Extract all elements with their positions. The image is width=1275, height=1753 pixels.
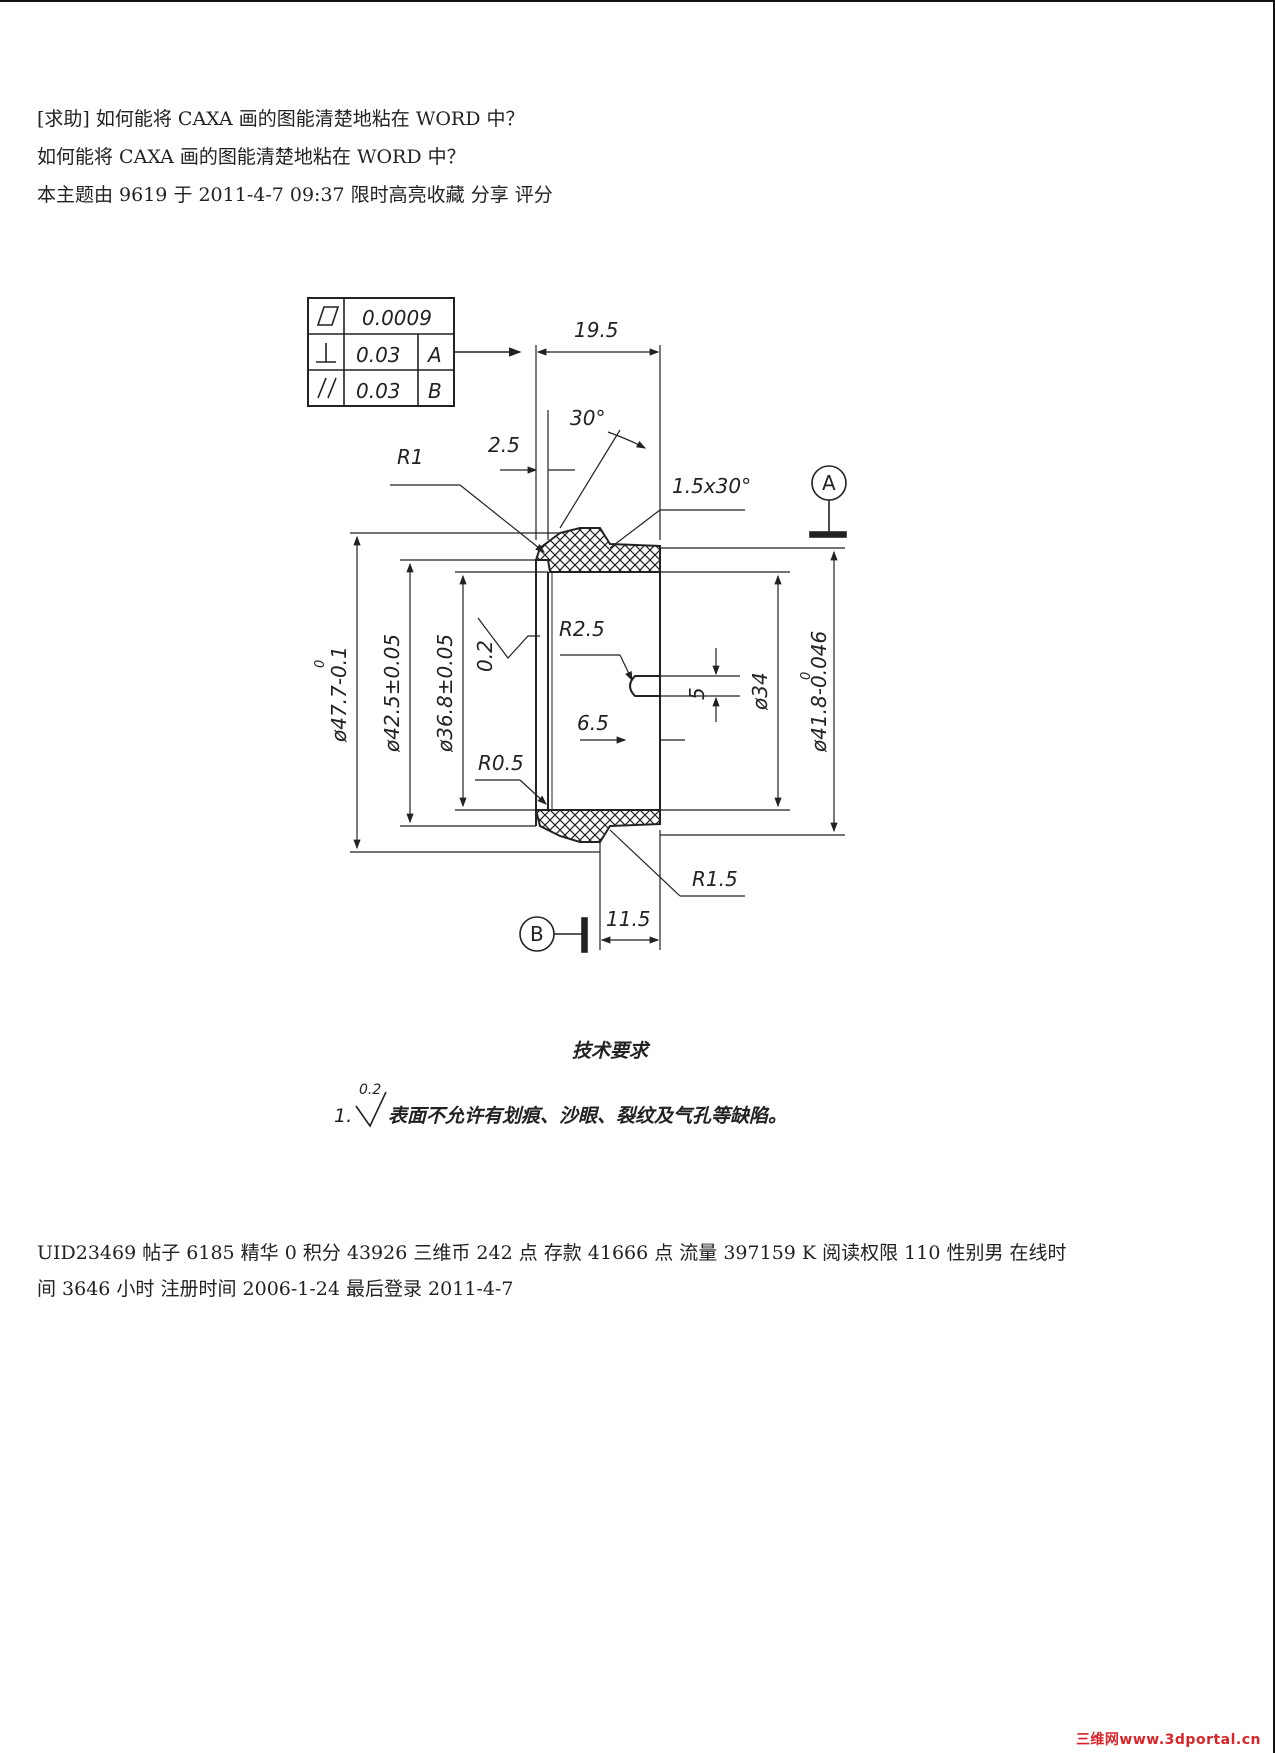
user-info-line2: 间 3646 小时 注册时间 2006-1-24 最后登录 2011-4-7 (37, 1278, 514, 1300)
dim-right-dia: ø41.8-0.046 (807, 631, 831, 753)
post-meta: 本主题由 9619 于 2011-4-7 09:37 限时高亮收藏 分享 评分 (37, 184, 553, 206)
tol-par-value: 0.03 (356, 379, 401, 403)
tol-flatness-value: 0.0009 (362, 306, 432, 330)
dim-roughness: 0.2 (473, 640, 497, 672)
perpendicularity-icon (316, 343, 336, 363)
requirement-number: 1. (334, 1105, 352, 1127)
post-body: 如何能将 CAXA 画的图能清楚地粘在 WORD 中？ (37, 146, 466, 168)
parallelism-icon (317, 377, 337, 399)
dim-mid-dia: ø42.5±0.05 (380, 634, 404, 753)
requirement-roughness-value: 0.2 (359, 1082, 381, 1098)
dim-r0-5: R0.5 (478, 751, 524, 775)
scan-border-top (0, 0, 1275, 2)
datum-a-label: A (822, 471, 836, 495)
dimension-lines (350, 345, 845, 950)
site-watermark: 三维网www.3dportal.cn (1075, 1732, 1261, 1748)
dim-right-dia-upper: 0 (799, 672, 814, 680)
user-info: UID23469 帖子 6185 精华 0 积分 43926 三维币 242 点… (37, 1235, 1187, 1307)
part-outline (534, 527, 661, 843)
tolerance-frame (307, 297, 522, 407)
dim-outer-dia: ø47.7-0.1 (327, 646, 351, 743)
requirement-roughness-icon (355, 1091, 387, 1128)
dim-angle: 30° (570, 406, 605, 430)
datum-b-symbol (519, 916, 588, 953)
dim-depth: 6.5 (577, 711, 609, 735)
dim-r2-5: R2.5 (559, 617, 605, 641)
post-header: [求助] 如何能将 CAXA 画的图能清楚地粘在 WORD 中？ 如何能将 CA… (37, 106, 1187, 220)
tol-perp-value: 0.03 (356, 343, 401, 367)
datum-a-symbol (809, 465, 847, 538)
tol-par-datum: B (428, 379, 442, 403)
post-title: [求助] 如何能将 CAXA 画的图能清楚地粘在 WORD 中？ (37, 108, 525, 130)
dim-width-bottom: 11.5 (606, 907, 651, 931)
flatness-icon (316, 306, 340, 326)
dim-r1: R1 (397, 445, 424, 469)
dim-chamfer: 1.5x30° (672, 474, 751, 498)
dim-bore-dia: ø34 (748, 672, 772, 711)
datum-b-label: B (530, 922, 544, 946)
user-info-line1: UID23469 帖子 6185 精华 0 积分 43926 三维币 242 点… (37, 1242, 1067, 1264)
dim-inner-dia: ø36.8±0.05 (433, 634, 457, 753)
dim-width-top: 19.5 (574, 318, 619, 342)
requirements-title: 技术要求 (572, 1040, 651, 1062)
dim-r1-5: R1.5 (692, 867, 738, 891)
dim-outer-dia-upper: 0 (313, 660, 328, 668)
scan-border-right (1273, 0, 1275, 1753)
dim-offset: 2.5 (488, 433, 520, 457)
tol-perp-datum: A (426, 343, 442, 367)
dim-slot: 5 (685, 687, 709, 700)
requirement-text: 表面不允许有划痕、沙眼、裂纹及气孔等缺陷。 (388, 1105, 787, 1127)
